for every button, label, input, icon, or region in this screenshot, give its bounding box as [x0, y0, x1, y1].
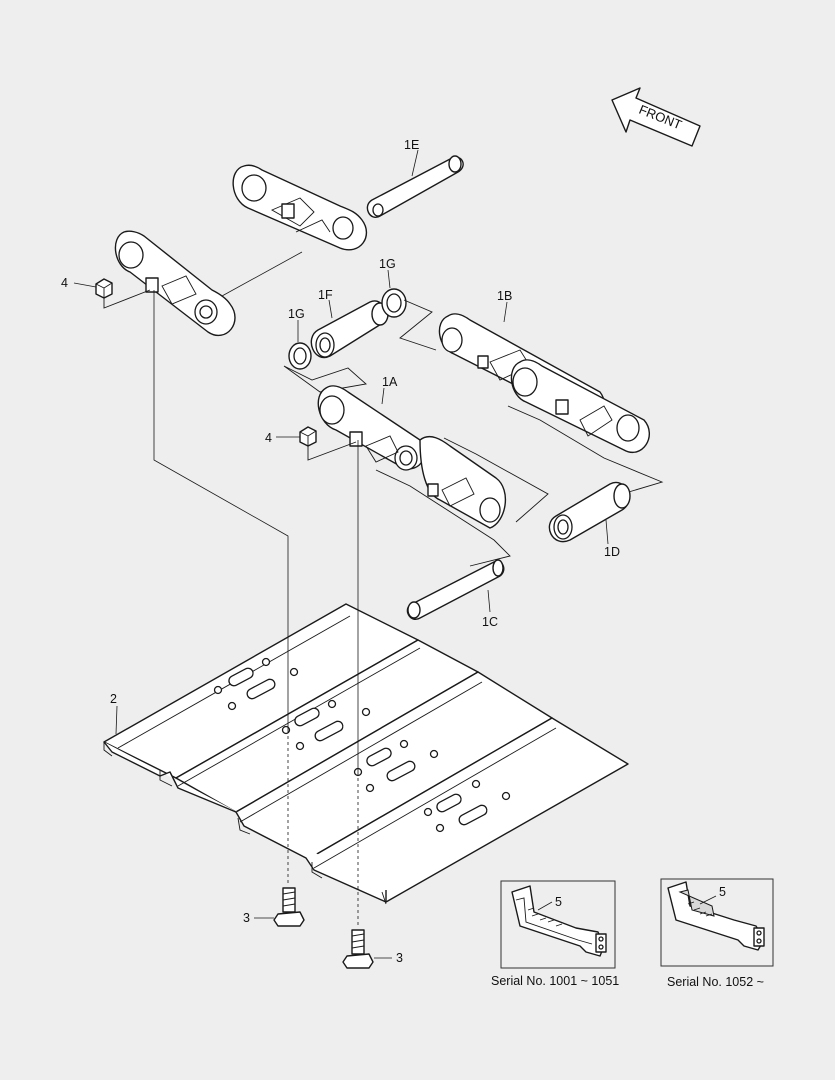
front-arrow: FRONT [611, 87, 701, 147]
label-1C: 1C [482, 615, 498, 629]
label-4-top: 4 [61, 276, 68, 290]
label-1G-right: 1G [379, 257, 396, 271]
track-shoes: 2 [103, 603, 629, 905]
label-3-right: 3 [396, 951, 403, 965]
assembly-guide-4 [375, 469, 511, 567]
link-1B: 1B [438, 289, 650, 453]
nut-4-mid: 4 [265, 426, 357, 461]
inset-serial-1052: 5 Serial No. 1052 ~ [660, 878, 774, 989]
label-1A: 1A [382, 375, 398, 389]
pin-1E: 1E [366, 138, 464, 218]
seal-1G-left: 1G [288, 307, 312, 370]
label-1G-left: 1G [288, 307, 305, 321]
label-1B: 1B [497, 289, 512, 303]
label-5-b: 5 [719, 885, 726, 899]
label-1D: 1D [604, 545, 620, 559]
seal-1G-right: 1G [379, 257, 407, 318]
bolt-3-right: 3 [342, 929, 403, 969]
bushing-1F: 1F [310, 288, 389, 359]
assembly-guide-3 [507, 405, 664, 495]
assembly-guide-1 [283, 365, 367, 393]
label-2: 2 [110, 692, 117, 706]
inset-1-caption: Serial No. 1001 ~ 1051 [491, 974, 619, 988]
bushing-1D: 1D [548, 481, 631, 559]
inset-serial-1001-1051: 5 Serial No. 1001 ~ 1051 [491, 880, 619, 988]
bolt-3-left: 3 [243, 887, 305, 927]
bolt-holes [213, 657, 511, 833]
nut-4-top: 4 [61, 276, 151, 309]
projection-lines [153, 290, 359, 928]
shoe-slots [228, 667, 488, 826]
assembly-guide-2 [399, 299, 437, 351]
label-4-mid: 4 [265, 431, 272, 445]
label-1E: 1E [404, 138, 419, 152]
pin-1C: 1C [406, 559, 505, 629]
inset-2-caption: Serial No. 1052 ~ [667, 975, 764, 989]
left-link [114, 230, 303, 337]
label-3-left: 3 [243, 911, 250, 925]
label-1F: 1F [318, 288, 333, 302]
link-1A: 1A [317, 375, 507, 529]
assembly-guide-5 [443, 437, 549, 523]
label-5-a: 5 [555, 895, 562, 909]
upper-link [232, 164, 368, 251]
